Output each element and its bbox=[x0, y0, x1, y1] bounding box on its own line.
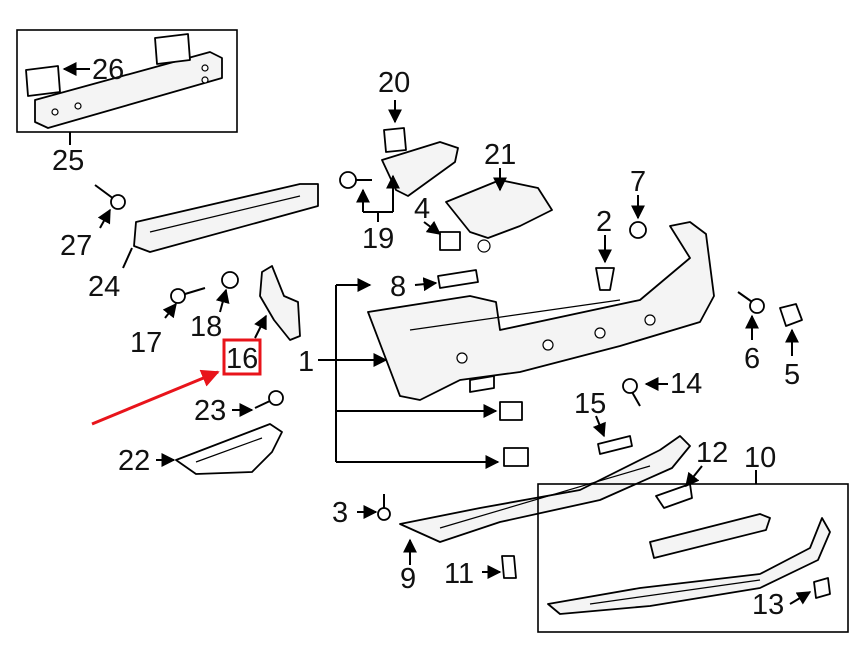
callout-14: 14 bbox=[670, 368, 702, 400]
callout-21: 21 bbox=[484, 139, 516, 171]
callout-26: 26 bbox=[92, 54, 124, 86]
energy-absorber-part bbox=[133, 183, 319, 253]
nut-18-part bbox=[221, 271, 239, 289]
callout-20: 20 bbox=[378, 67, 410, 99]
pad-12-part bbox=[655, 483, 693, 509]
callout-15: 15 bbox=[574, 388, 606, 420]
callout-labels: 26 25 20 21 7 27 19 4 2 24 8 17 18 16 1 … bbox=[52, 54, 800, 621]
callout-3: 3 bbox=[332, 497, 348, 529]
lower-spoiler-part bbox=[399, 435, 691, 543]
highlight-box bbox=[222, 338, 262, 376]
sensor-retainer-upper-part bbox=[499, 401, 523, 421]
screw-14-part bbox=[622, 378, 641, 407]
reinforcement-bracket-left bbox=[25, 65, 61, 97]
spoiler-inset bbox=[537, 470, 849, 633]
callout-5: 5 bbox=[784, 359, 800, 391]
sensor-retainer-lower-part bbox=[503, 447, 529, 467]
callout-1: 1 bbox=[298, 346, 314, 378]
callout-24: 24 bbox=[88, 271, 120, 303]
callout-25: 25 bbox=[52, 145, 84, 177]
callout-27: 27 bbox=[60, 230, 92, 262]
callout-16: 16 bbox=[226, 343, 258, 375]
callout-23: 23 bbox=[194, 395, 226, 427]
bracket-16-part bbox=[259, 265, 301, 341]
callout-10: 10 bbox=[744, 442, 776, 474]
cap-5-part bbox=[779, 303, 803, 327]
callout-8: 8 bbox=[390, 271, 406, 303]
callout-19: 19 bbox=[362, 223, 394, 255]
bumper-reinforcement-part bbox=[34, 51, 223, 129]
callout-12: 12 bbox=[696, 437, 728, 469]
bolt-6-part bbox=[737, 291, 765, 314]
bumper-cover-part bbox=[367, 221, 715, 401]
callout-11: 11 bbox=[444, 558, 474, 590]
pad-4-part bbox=[439, 231, 461, 251]
callout-22: 22 bbox=[118, 445, 150, 477]
callout-13: 13 bbox=[752, 589, 784, 621]
callout-6: 6 bbox=[744, 343, 760, 375]
callout-18: 18 bbox=[190, 311, 222, 343]
clip-2-part bbox=[595, 267, 615, 291]
callout-7: 7 bbox=[630, 166, 646, 198]
lamp-22-part bbox=[175, 423, 283, 475]
clip-20-part bbox=[383, 127, 407, 153]
screw-19-part bbox=[339, 171, 372, 189]
side-retainer-part bbox=[381, 141, 459, 197]
callout-17: 17 bbox=[130, 327, 162, 359]
callout-2: 2 bbox=[596, 206, 612, 238]
bolt-27-part bbox=[94, 184, 126, 210]
bolt-17-part bbox=[170, 287, 206, 304]
clip-7-part bbox=[629, 221, 647, 239]
bolt-3-part bbox=[377, 494, 391, 521]
bolt-23-part bbox=[254, 390, 284, 409]
clip-15-part bbox=[597, 435, 633, 455]
reflector-8-part bbox=[437, 269, 479, 289]
callout-4: 4 bbox=[414, 193, 430, 225]
callout-9: 9 bbox=[400, 563, 416, 595]
clip-11-part bbox=[501, 555, 517, 579]
reinforcement-inset bbox=[16, 29, 238, 145]
red-pointer-arrow bbox=[91, 369, 220, 426]
reinforcement-bracket-right bbox=[154, 33, 191, 65]
